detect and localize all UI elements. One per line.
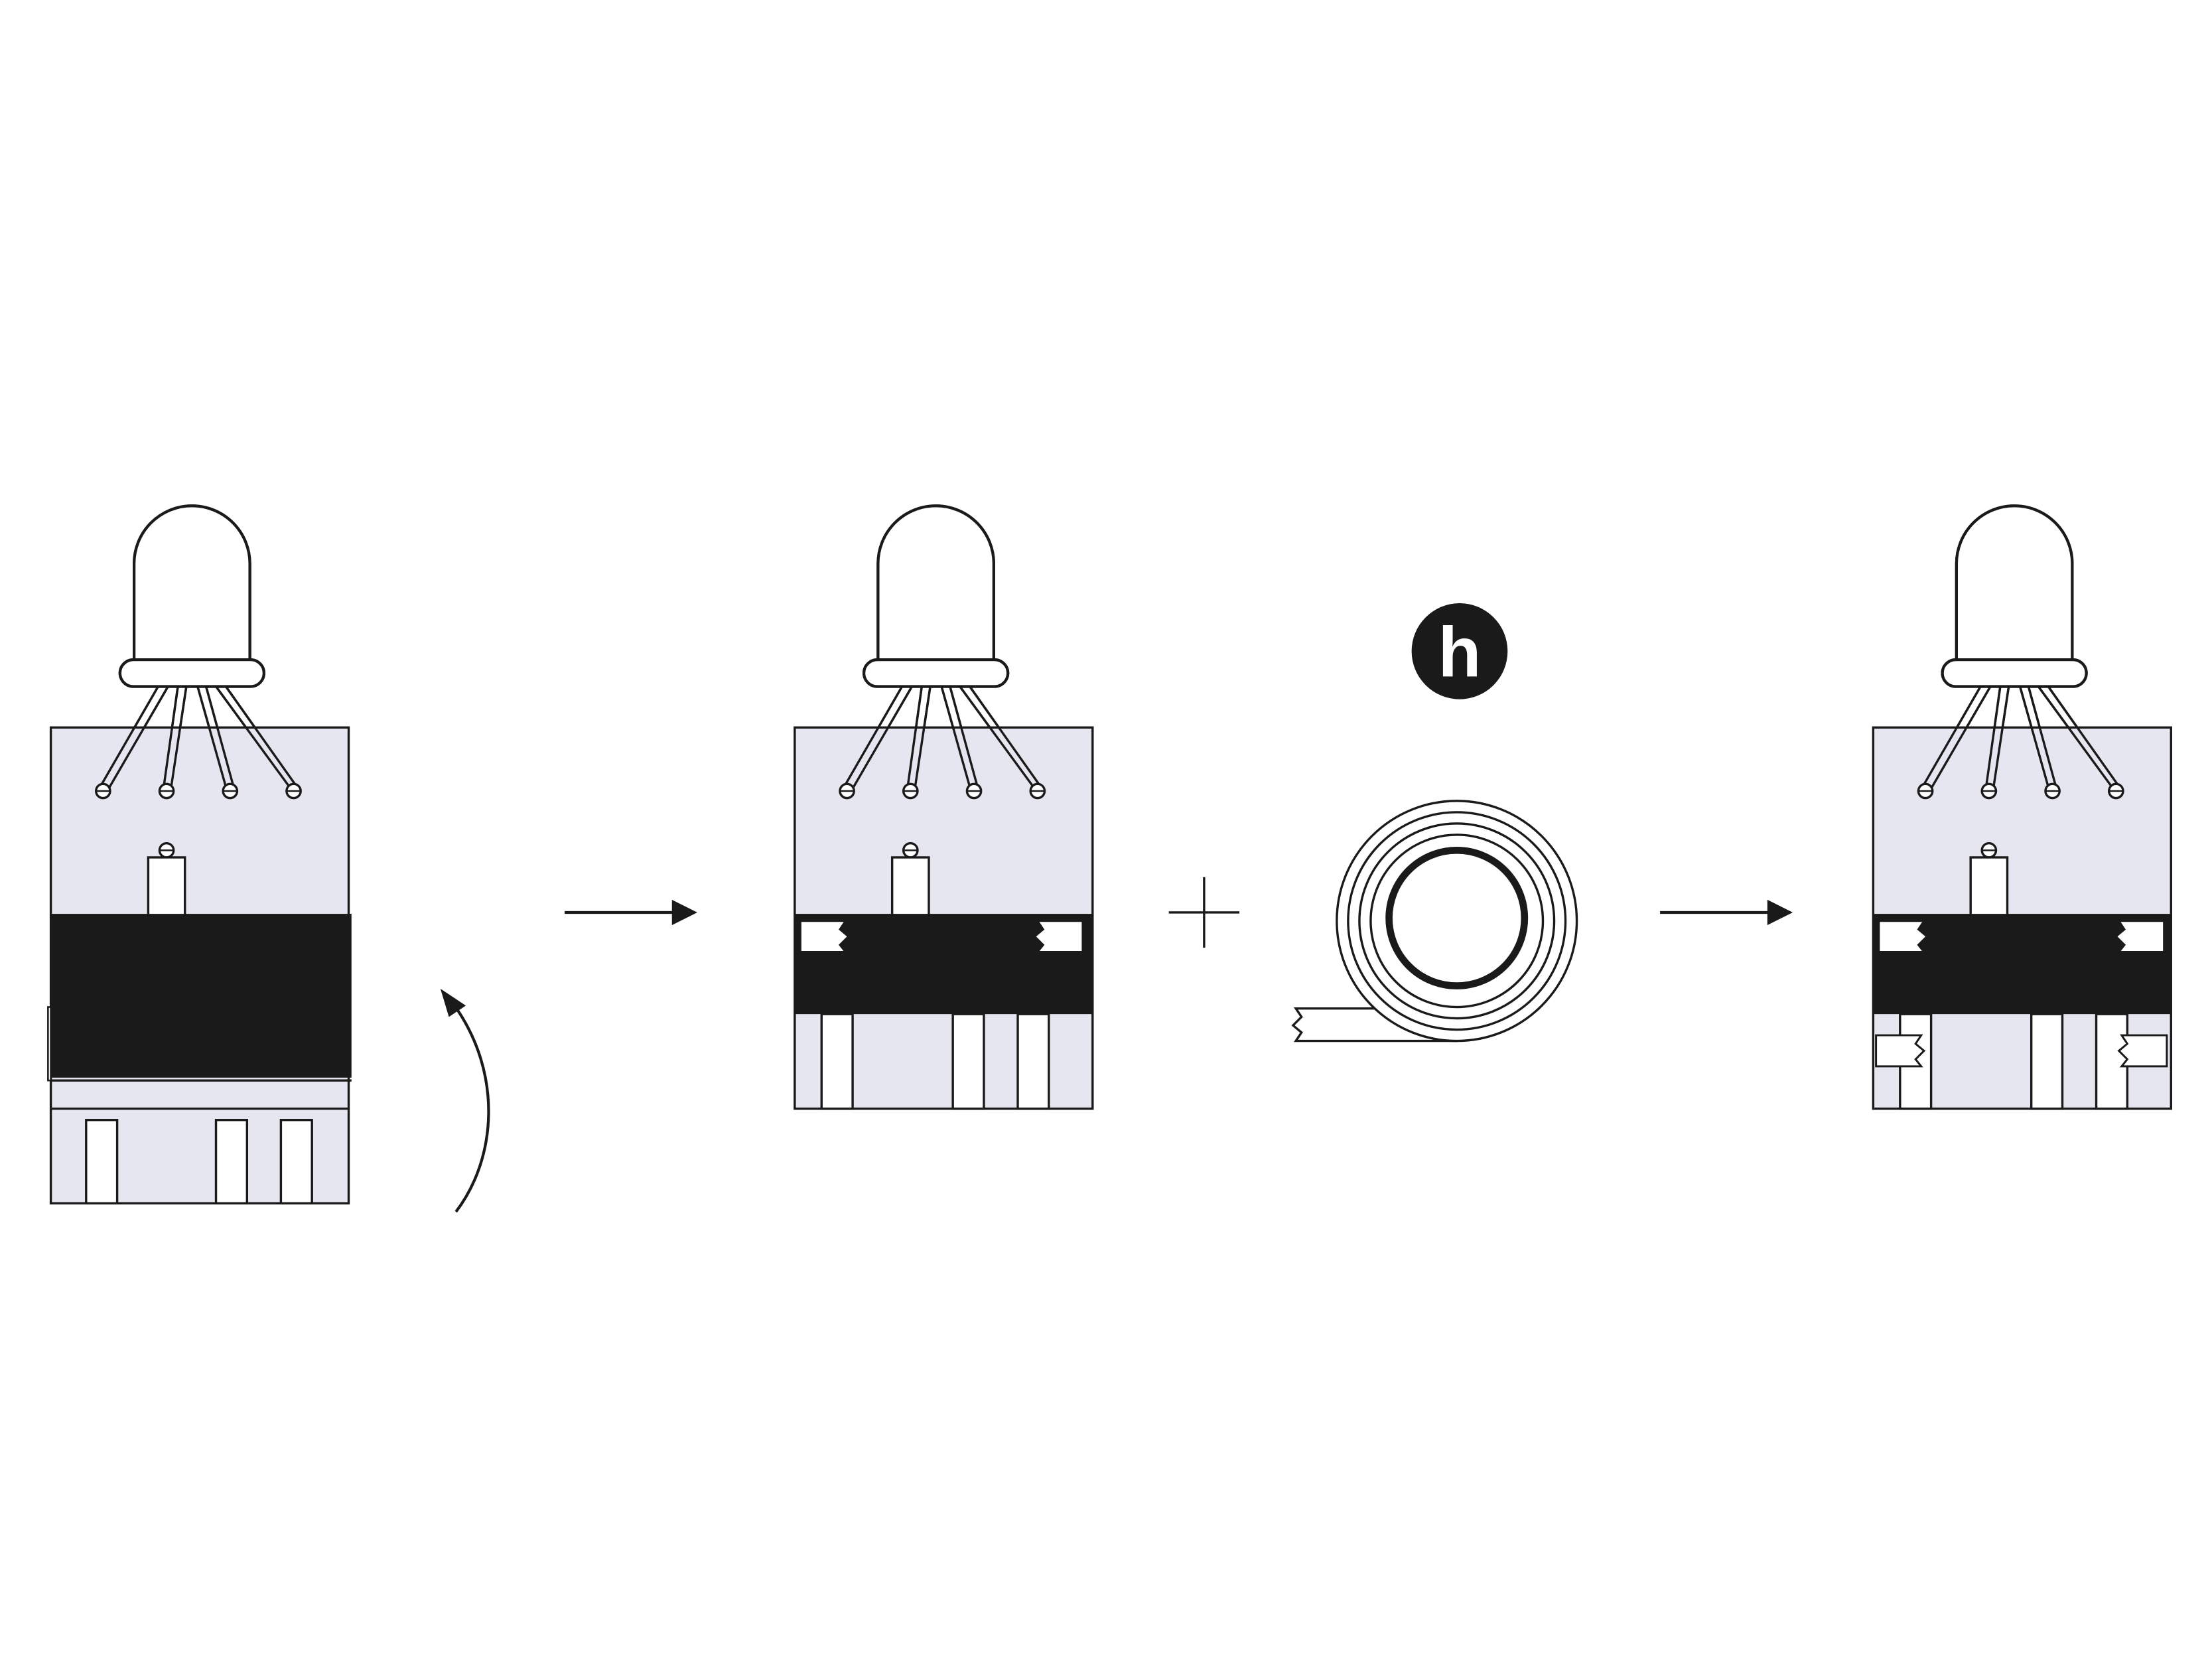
- tape-piece-icon: [2114, 920, 2166, 954]
- right-arrow-icon: [1660, 899, 1793, 926]
- plus-icon: [1168, 877, 1240, 948]
- black-tape-strip: [1873, 914, 2172, 1015]
- tape-piece-icon: [2118, 1034, 2168, 1068]
- tape-piece-icon: [799, 920, 850, 954]
- panel-1-fold: [47, 506, 490, 1213]
- black-tape-strip: [50, 914, 352, 1078]
- tape-piece-icon: [1878, 920, 1928, 954]
- tape-piece-icon: [1875, 1034, 1925, 1068]
- step-letter: h: [1438, 613, 1481, 692]
- curved-fold-arrow-icon: [440, 988, 490, 1213]
- contact-pads: [820, 1013, 1050, 1110]
- panel-3-final: [1872, 506, 2173, 1110]
- panel-2-taped: [794, 506, 1094, 1110]
- tape-piece-icon: [1034, 920, 1084, 954]
- tape-roll-icon: [1291, 800, 1578, 1043]
- step-letter-badge: h: [1411, 603, 1508, 699]
- right-arrow-icon: [565, 899, 698, 926]
- contact-pads: [85, 1119, 313, 1204]
